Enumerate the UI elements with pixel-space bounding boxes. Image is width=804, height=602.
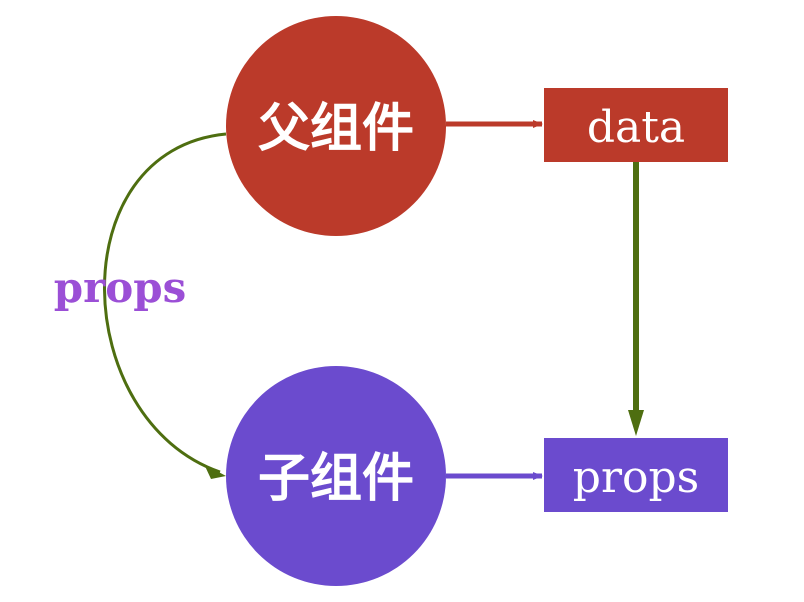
vertical-arrowhead xyxy=(628,410,644,436)
props-box-label: props xyxy=(573,452,699,503)
edge-label-props: props xyxy=(54,263,187,312)
props-box-rect xyxy=(544,438,728,512)
data-box: data xyxy=(544,88,728,162)
parent-node: 父组件 xyxy=(226,16,446,236)
parent-label: 父组件 xyxy=(258,99,414,159)
edge-parent-to-child xyxy=(103,132,227,479)
child-circle xyxy=(226,366,446,586)
props-box: props xyxy=(544,438,728,512)
child-node: 子组件 xyxy=(226,366,446,586)
parent-circle xyxy=(226,16,446,236)
child-label: 子组件 xyxy=(258,449,414,509)
edge-data-to-props xyxy=(628,162,644,436)
data-box-rect xyxy=(544,88,728,162)
curve-arrowhead xyxy=(204,464,226,479)
data-box-label: data xyxy=(587,102,685,153)
curve-arrow-line xyxy=(103,132,227,474)
